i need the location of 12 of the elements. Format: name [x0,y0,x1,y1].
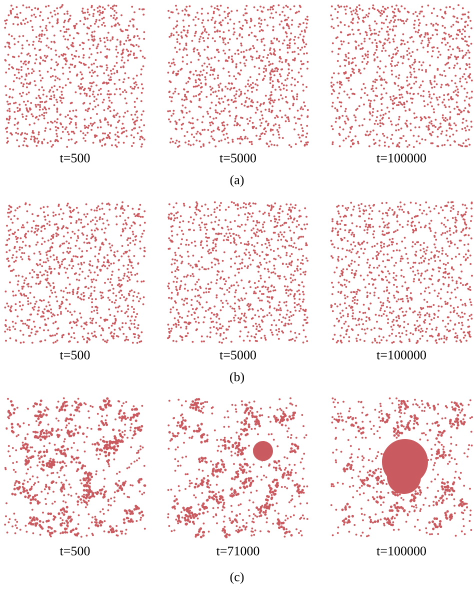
time-label: t=5000 [220,154,256,162]
panel-label: (c) [230,572,244,584]
time-label: t=500 [60,546,90,556]
time-label: t=100000 [376,350,426,360]
panel-label: (a) [230,175,244,187]
panel-label: (b) [230,372,244,384]
time-label: t=100000 [376,546,426,556]
time-label: t=71000 [216,546,260,556]
time-label: t=100000 [376,154,426,162]
time-label: t=500 [60,154,90,162]
time-label: t=5000 [220,350,256,360]
time-label: t=500 [60,350,90,360]
